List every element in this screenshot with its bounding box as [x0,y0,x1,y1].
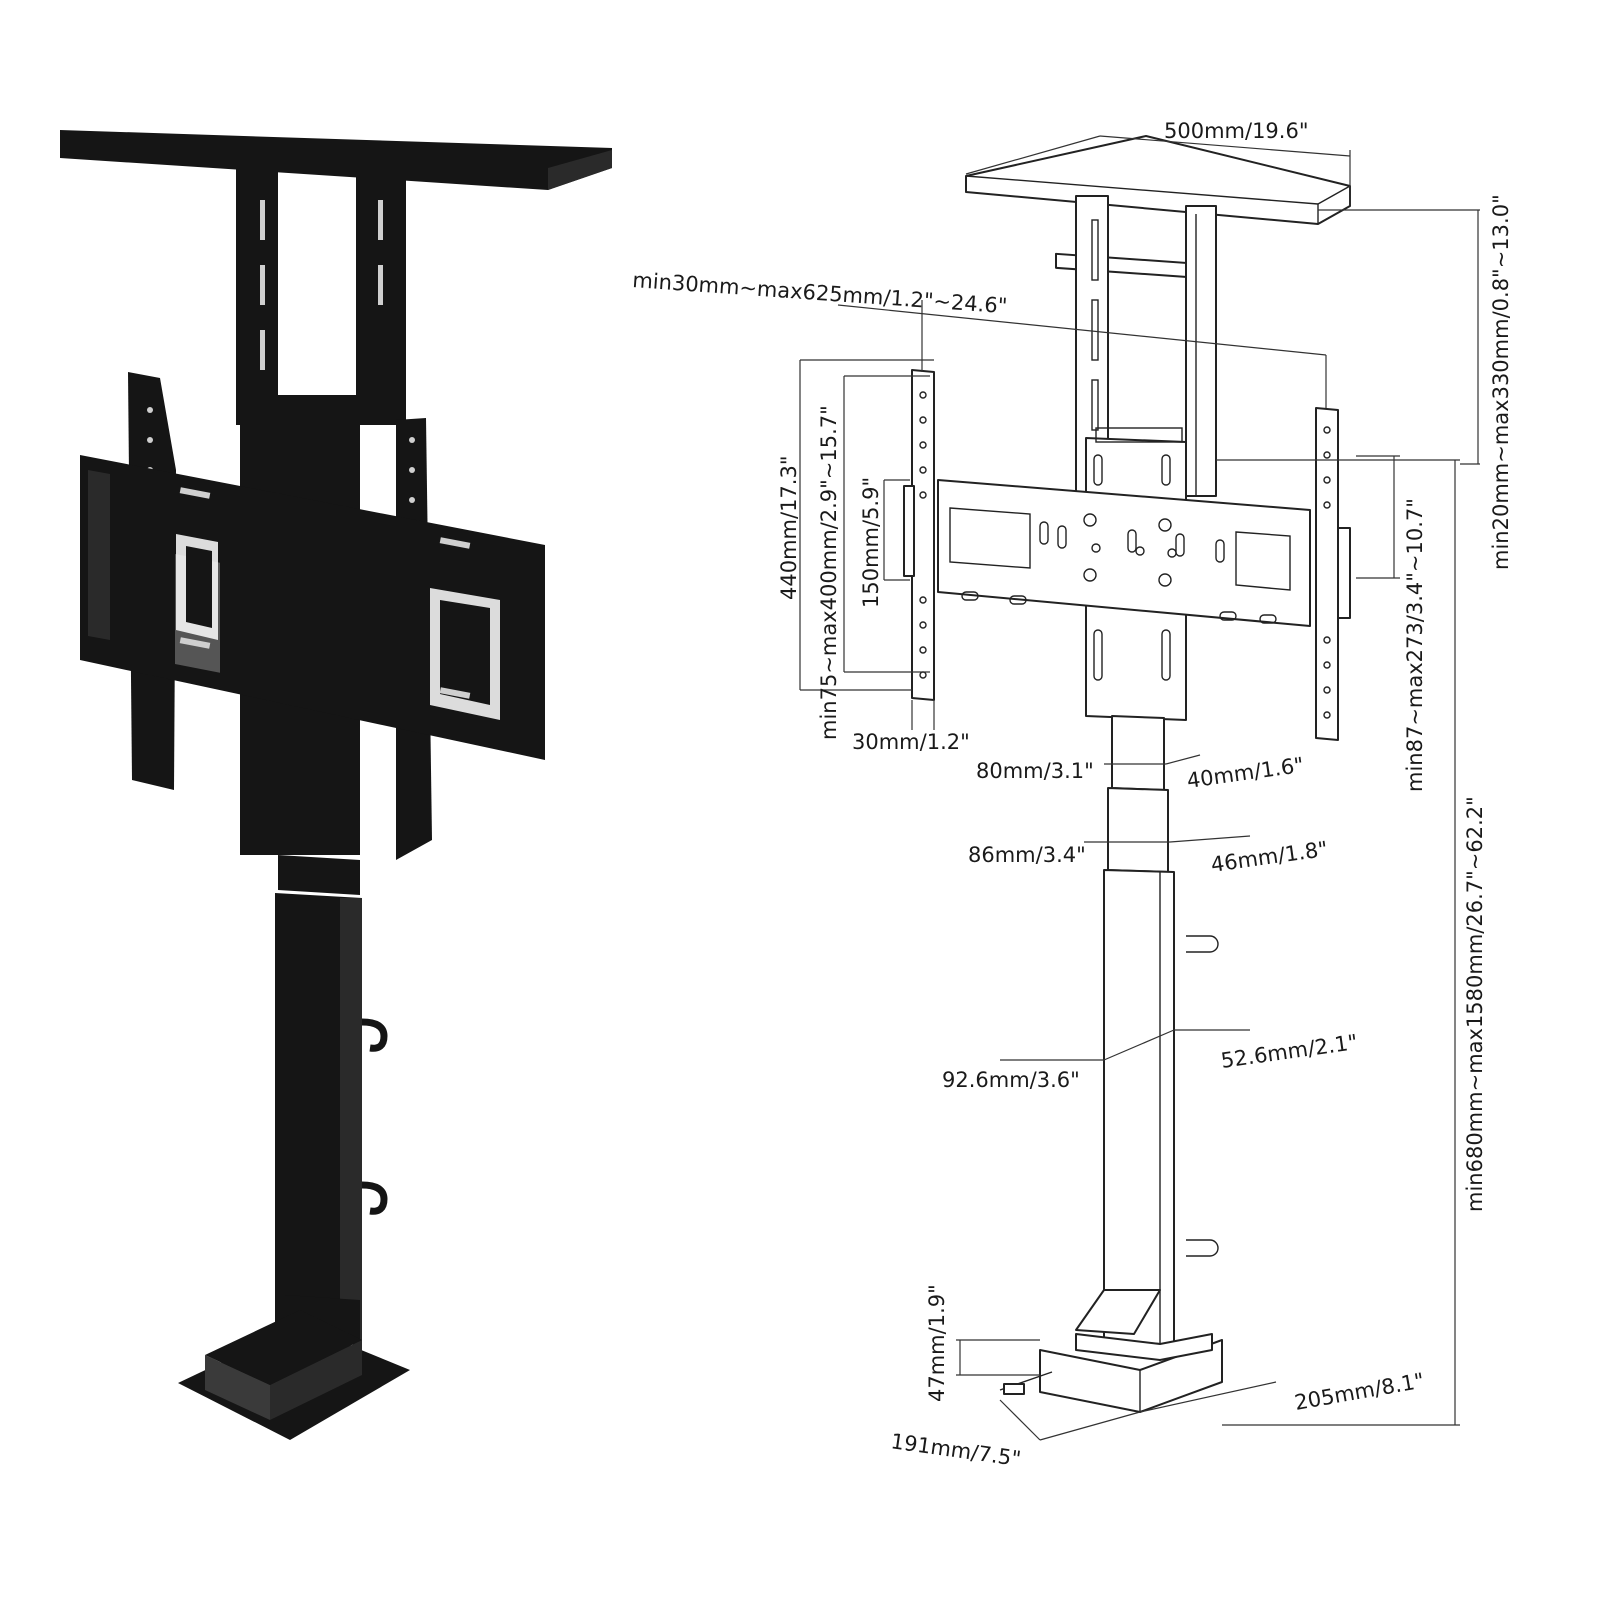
column-upper [278,855,360,895]
label-middle-column-front: 86mm/3.4" [968,843,1086,867]
motor-box [205,1355,270,1420]
drawing-vesa-plate [937,479,1311,627]
label-base-width: 205mm/8.1" [1293,1369,1426,1415]
technical-drawing: 500mm/19.6" min20mm~max330mm/0.8"~13.0" … [632,119,1513,1471]
cable-hook-lower [361,1181,388,1215]
cable-hook-upper [361,1018,388,1052]
drawing-hook-lower [1186,1239,1219,1257]
label-plate-height: 150mm/5.9" [859,477,883,608]
label-top-shelf-width: 500mm/19.6" [1164,119,1309,143]
label-lower-column-side: 52.6mm/2.1" [1219,1030,1359,1073]
label-bracket-height: 440mm/17.3" [777,456,801,601]
drawing-hook-upper [1186,935,1219,953]
drawing-column-middle [1107,787,1169,873]
label-vesa-vertical: min75~max400mm/2.9"~15.7" [817,405,841,740]
label-plate-offset: min87~max273/3.4"~10.7" [1403,498,1427,792]
product-render [60,130,612,1440]
label-overall-height: min680mm~max1580mm/26.7"~62.2" [1463,796,1487,1212]
drawing-column-lower [1103,869,1175,1346]
label-base-depth: 191mm/7.5" [889,1429,1022,1471]
label-base-height: 47mm/1.9" [925,1284,949,1402]
upper-post-left [236,165,278,425]
label-middle-column-side: 46mm/1.8" [1209,837,1329,877]
label-upper-column-front: 80mm/3.1" [976,759,1094,783]
top-shelf [60,130,612,190]
label-bracket-width: min30mm~max625mm/1.2"~24.6" [632,268,1008,318]
label-upper-column-side: 40mm/1.6" [1185,753,1305,793]
drawing-column-upper [1111,715,1165,791]
vesa-mount-plate [80,455,545,760]
label-lower-column-front: 92.6mm/3.6" [942,1068,1080,1092]
label-top-shelf-gap: min20mm~max330mm/0.8"~13.0" [1489,194,1513,570]
label-arm-width: 30mm/1.2" [852,730,970,754]
drawing-arm-right [1315,407,1339,741]
